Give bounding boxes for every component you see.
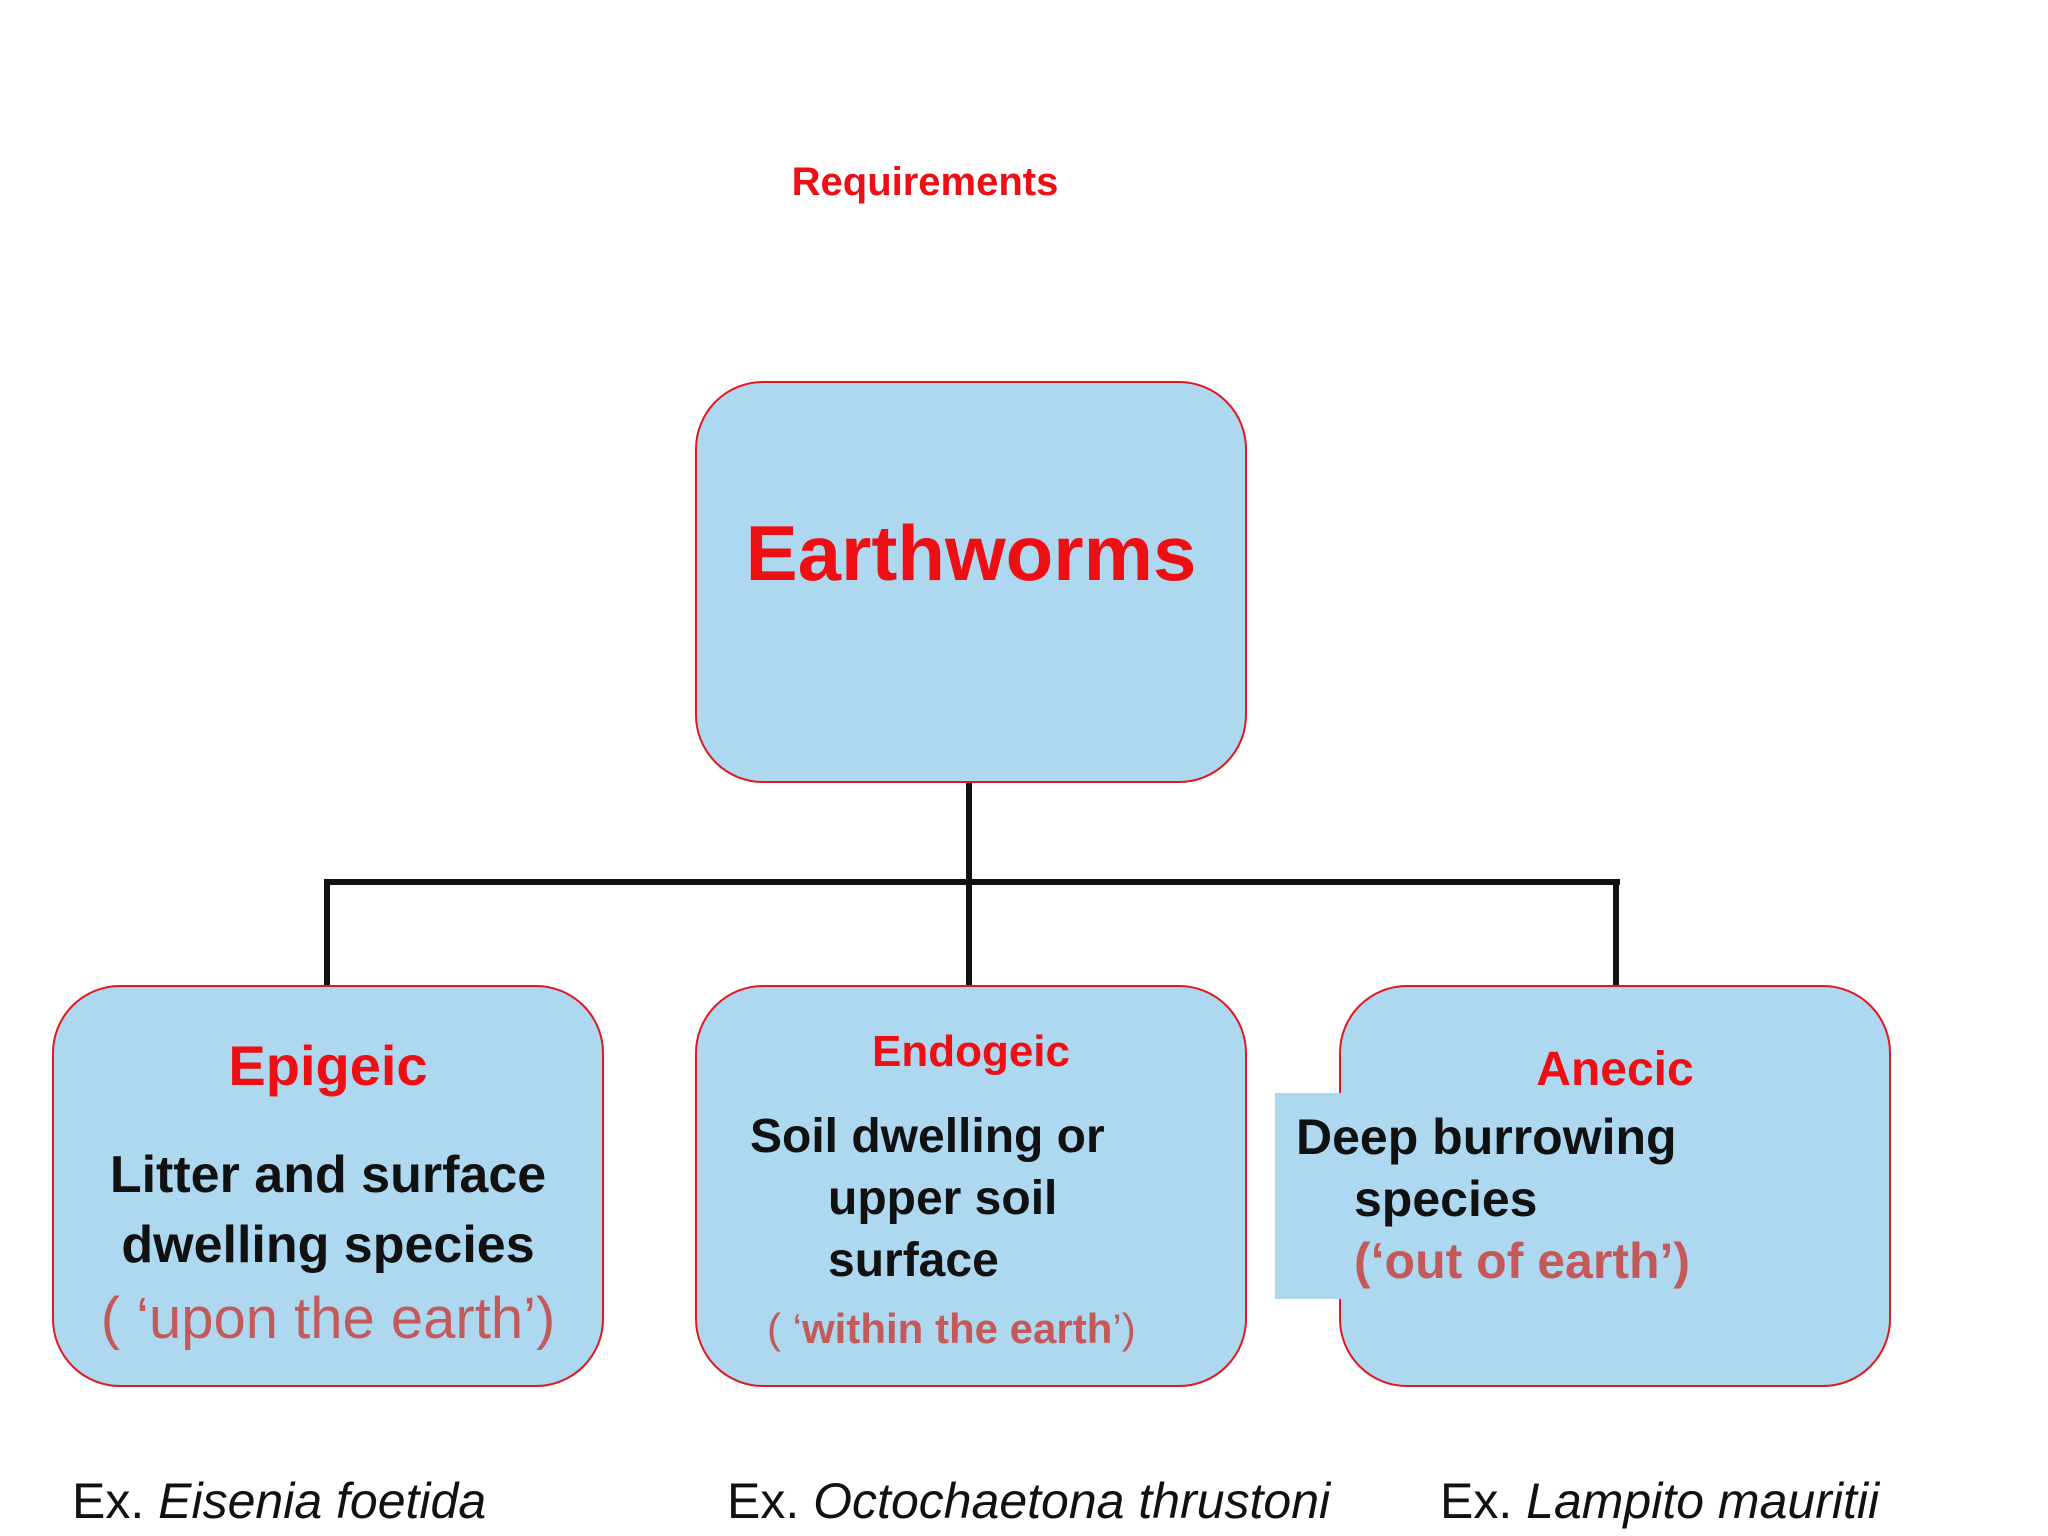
connector-root-down [966,783,972,883]
category-title: Anecic [1536,1043,1694,1096]
slide-title: Requirements [791,160,1059,204]
category-title: Epigeic [228,1034,428,1097]
category-description-line: Litter and surface [109,1146,547,1204]
anecic-text-panel [1275,1093,1825,1299]
root-node-label: Earthworms [745,509,1197,597]
example-species: Eisenia foetida [158,1473,487,1529]
example-anecic: Ex. Lampito mauritii [1440,1472,1879,1530]
meaning-open: ( ‘ [767,1305,802,1352]
example-prefix: Ex. [727,1473,800,1529]
example-prefix: Ex. [1440,1473,1513,1529]
category-node-epigeic: Epigeic Litter and surface dwelling spec… [52,985,604,1387]
category-description-line: dwelling species [121,1216,535,1274]
category-description-line: Soil dwelling or [750,1110,1105,1163]
root-node-earthworms: Earthworms [695,381,1247,783]
connector-horizontal [324,879,1620,885]
category-description-line: Deep burrowing [1296,1109,1677,1165]
category-meaning: (‘out of earth’) [1354,1233,1691,1289]
category-description-line: upper soil [828,1172,1058,1225]
example-species: Lampito mauritii [1526,1473,1880,1529]
meaning-close: ’) [1112,1305,1136,1352]
example-endogeic: Ex. Octochaetona thrustoni [727,1472,1330,1530]
category-meaning: ( ‘upon the earth’) [100,1286,556,1351]
example-species: Octochaetona thrustoni [813,1473,1331,1529]
category-description-line: species [1354,1171,1538,1227]
category-node-endogeic: Endogeic Soil dwelling or upper soil sur… [695,985,1247,1387]
connector-endogeic [966,879,972,985]
category-meaning: ( ‘within the earth’) [767,1305,1136,1353]
example-prefix: Ex. [72,1473,145,1529]
meaning-text: within the earth [802,1305,1113,1352]
connector-anecic [1613,879,1619,985]
example-epigeic: Ex. Eisenia foetida [72,1472,486,1530]
category-title: Endogeic [871,1027,1071,1076]
connector-epigeic [324,879,330,985]
category-description-line: surface [828,1234,999,1287]
